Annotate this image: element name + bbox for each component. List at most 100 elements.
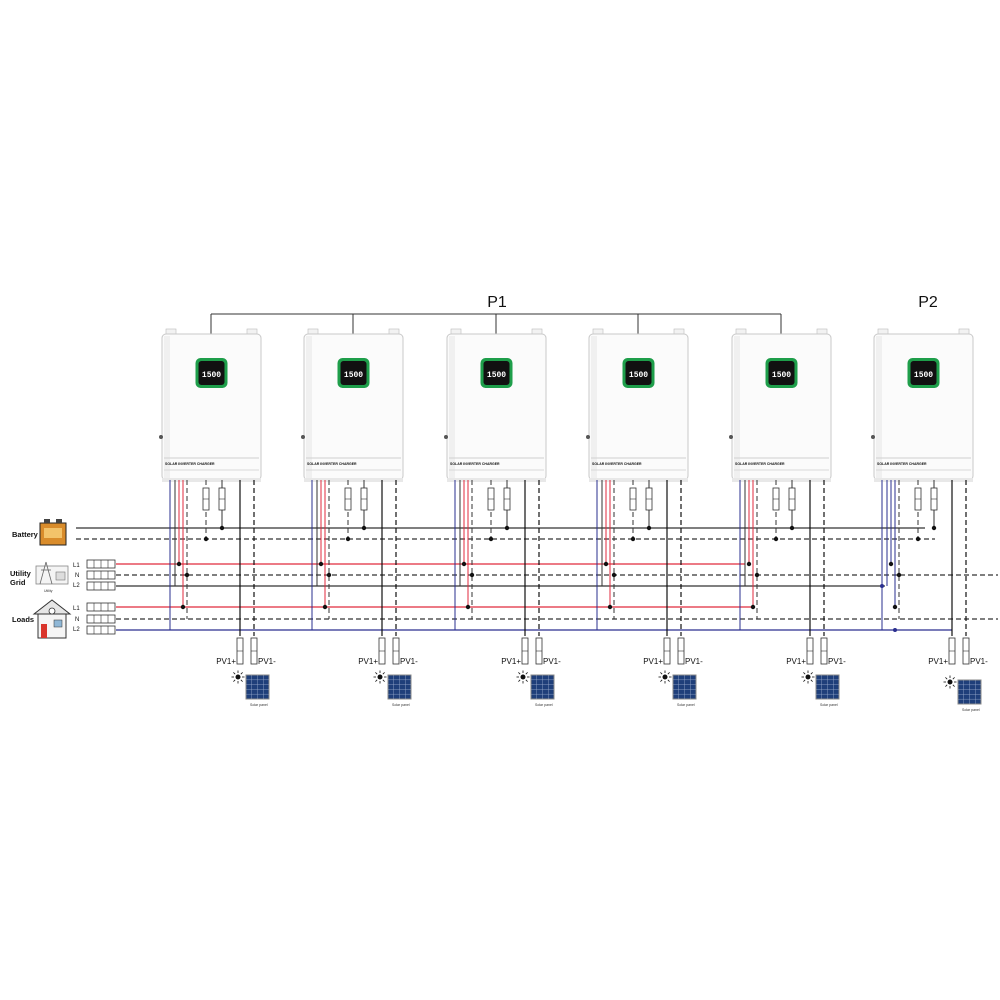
terminal-block <box>86 614 116 624</box>
junction-dot <box>203 536 209 542</box>
utility-label: Utility <box>10 569 32 578</box>
junction-dot <box>630 536 636 542</box>
sun-icon <box>943 675 957 689</box>
sun-icon <box>801 670 815 684</box>
sun-icon <box>231 670 245 684</box>
grid-terminal-n: N <box>75 573 79 579</box>
pv-string-6: PV1+ PV1- Solar panel <box>928 480 988 712</box>
solar-panel-icon <box>815 674 840 700</box>
loads-terminal-n: N <box>75 617 79 623</box>
pv-plus-label: PV1+ <box>216 657 236 666</box>
junction-dot <box>603 561 609 567</box>
loads-source: Loads <box>12 599 72 639</box>
solar-panel-icon <box>245 674 270 700</box>
inverter-front-label: SOLAR INVERTER CHARGER <box>877 462 927 466</box>
solar-panel-icon <box>957 679 982 705</box>
junction-dot <box>789 525 795 531</box>
pv-plus-label: PV1+ <box>786 657 806 666</box>
group-label-p2: P2 <box>918 294 938 311</box>
junction-dot <box>931 525 937 531</box>
pv-minus-label: PV1- <box>828 657 846 666</box>
utility-small-label: Utility <box>44 589 53 593</box>
solar-panel-icon <box>387 674 412 700</box>
battery-icon <box>39 519 67 546</box>
terminal-block <box>86 570 116 580</box>
solar-panel-caption: Solar panel <box>392 703 410 707</box>
junction-dot <box>896 572 902 578</box>
grid-label: Grid <box>10 578 26 587</box>
junction-dot <box>465 604 471 610</box>
junction-dot <box>773 536 779 542</box>
terminal-block <box>86 602 116 612</box>
pv-minus-label: PV1- <box>685 657 703 666</box>
solar-panel-caption: Solar panel <box>250 703 268 707</box>
pv-plus-label: PV1+ <box>358 657 378 666</box>
junction-dot <box>893 628 897 632</box>
terminal-block <box>86 559 116 569</box>
pv-minus-label: PV1- <box>400 657 418 666</box>
solar-panel-caption: Solar panel <box>820 703 838 707</box>
utility-grid-source: Utility Grid Utility <box>10 561 69 593</box>
pv-plus-label: PV1+ <box>928 657 948 666</box>
lcd-readout: 1500 <box>344 371 363 380</box>
inverter-front-label: SOLAR INVERTER CHARGER <box>450 462 500 466</box>
junction-dot <box>504 525 510 531</box>
junction-dot <box>322 604 328 610</box>
junction-dot <box>361 525 367 531</box>
junction-dot <box>469 572 475 578</box>
junction-dot <box>180 604 186 610</box>
loads-label: Loads <box>12 615 34 624</box>
junction-dot <box>888 561 894 567</box>
junction-dot <box>488 536 494 542</box>
junction-dot <box>915 536 921 542</box>
pv-minus-label: PV1- <box>258 657 276 666</box>
junction-dot <box>184 572 190 578</box>
solar-panel-caption: Solar panel <box>535 703 553 707</box>
junction-dot <box>880 584 884 588</box>
house-icon <box>32 599 72 639</box>
junction-dot <box>892 604 898 610</box>
utility-grid-icon <box>35 561 69 585</box>
terminal-blocks <box>86 559 116 635</box>
sun-icon <box>373 670 387 684</box>
junction-dot <box>326 572 332 578</box>
junction-dot <box>461 561 467 567</box>
junction-dot <box>345 536 351 542</box>
lcd-readout: 1500 <box>487 371 506 380</box>
sun-icon <box>658 670 672 684</box>
junction-dot <box>750 604 756 610</box>
group-label-p1: P1 <box>487 294 507 311</box>
solar-panel-icon <box>530 674 555 700</box>
battery-label: Battery <box>12 530 39 539</box>
pv-string-2: PV1+ PV1- Solar panel <box>358 480 418 707</box>
junction-dot <box>607 604 613 610</box>
junction-dot <box>176 561 182 567</box>
inverter-front-label: SOLAR INVERTER CHARGER <box>592 462 642 466</box>
junction-dot <box>646 525 652 531</box>
junction-dot <box>754 572 760 578</box>
junction-dot <box>611 572 617 578</box>
pv-string-1: PV1+ PV1- Solar panel <box>216 480 276 707</box>
sun-icon <box>516 670 530 684</box>
pv-string-5: PV1+ PV1- Solar panel <box>786 480 846 707</box>
terminal-block <box>86 625 116 635</box>
solar-panel-caption: Solar panel <box>962 708 980 712</box>
pv-plus-label: PV1+ <box>501 657 521 666</box>
terminal-block <box>86 581 116 591</box>
pv-minus-label: PV1- <box>970 657 988 666</box>
junction-dot <box>746 561 752 567</box>
inverter-front-label: SOLAR INVERTER CHARGER <box>165 462 215 466</box>
lcd-readout: 1500 <box>629 371 648 380</box>
lcd-readout: 1500 <box>202 371 221 380</box>
pv-minus-label: PV1- <box>543 657 561 666</box>
bus-lines <box>76 527 998 631</box>
pv-plus-label: PV1+ <box>643 657 663 666</box>
grid-terminal-l2: L2 <box>73 583 80 589</box>
battery-source: Battery <box>12 519 67 546</box>
